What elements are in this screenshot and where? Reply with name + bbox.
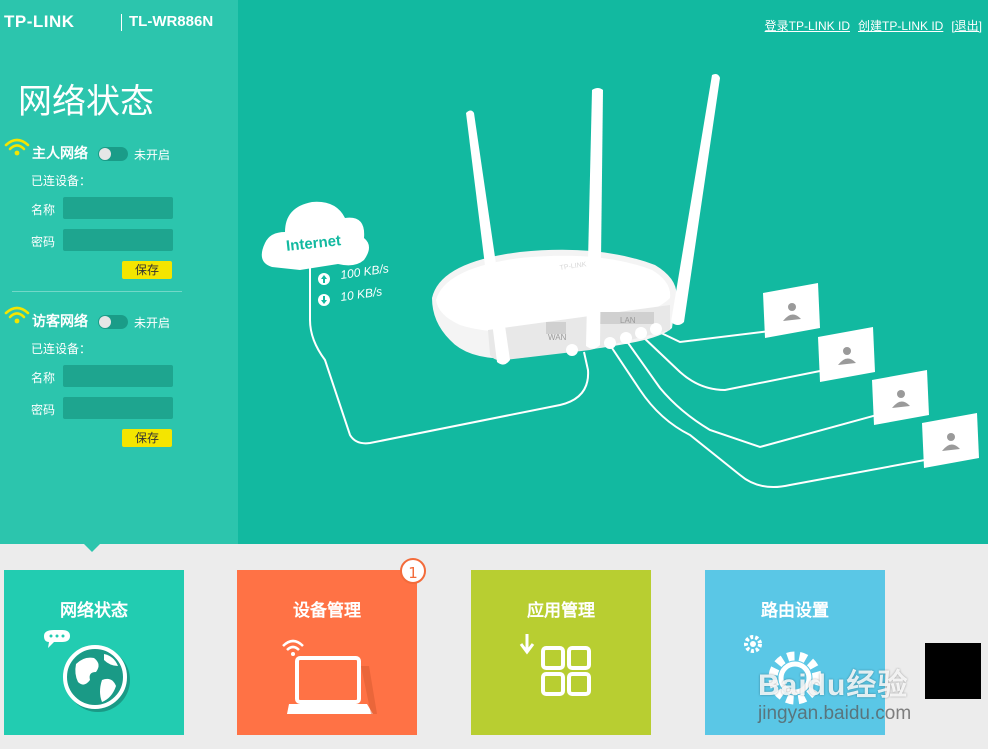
account-links: 登录TP-LINK ID 创建TP-LINK ID [退出]	[765, 17, 982, 34]
cables	[309, 260, 953, 488]
wan-port-dot	[566, 344, 578, 356]
lan-port-dot-1	[650, 323, 662, 335]
internet-cloud: Internet	[261, 201, 369, 270]
wifi-icon	[4, 306, 30, 324]
client-device-2	[818, 327, 875, 382]
upload-arrow-icon	[321, 275, 327, 283]
guest-save-button[interactable]: 保存	[122, 429, 172, 447]
main-save-button[interactable]: 保存	[122, 261, 172, 279]
baidu-watermark: Baidu经验	[758, 669, 909, 702]
tile-app-management-label: 应用管理	[527, 601, 595, 621]
tile-app-management[interactable]: 应用管理	[471, 570, 651, 735]
sidebar: TP-LINK TL-WR886N 网络状态 主人网络 未开启 已连设备： 名称…	[0, 0, 238, 544]
tile-network-status[interactable]: 网络状态	[4, 570, 184, 735]
wan-port-label: WAN	[548, 333, 567, 342]
main-network-state: 未开启	[134, 148, 171, 162]
guest-network-label: 访客网络	[32, 314, 88, 330]
toggle-knob	[99, 148, 111, 160]
logout-link[interactable]: [退出]	[951, 19, 982, 33]
download-speed: 10 KB/s	[339, 284, 383, 304]
guest-connected-devices-label: 已连设备：	[31, 342, 92, 356]
logo-divider	[121, 14, 122, 31]
router-image: WAN LAN TP-LINK	[432, 74, 720, 365]
tile-network-status-label: 网络状态	[60, 601, 128, 621]
router-brand-label: TP-LINK	[559, 261, 587, 272]
guest-network-state: 未开启	[134, 316, 171, 330]
apps-grid-icon	[519, 634, 591, 696]
client-device-4	[922, 413, 979, 468]
main-name-input[interactable]	[63, 197, 173, 219]
lan-port-dot-3	[620, 332, 632, 344]
upload-speed: 100 KB/s	[339, 261, 389, 282]
lan-cable-2	[641, 335, 836, 392]
section-divider	[12, 291, 182, 292]
guest-network-toggle[interactable]	[98, 315, 128, 329]
lan-cable-3	[625, 339, 896, 449]
guest-password-label: 密码	[31, 403, 56, 417]
brand-logo: TP-LINK	[4, 12, 75, 31]
lan-port-dot-2	[635, 327, 647, 339]
tile-router-settings[interactable]: 路由设置	[705, 570, 885, 735]
tile-router-settings-label: 路由设置	[761, 601, 829, 621]
lan-cable-1	[656, 329, 779, 344]
occluding-black-box	[925, 643, 981, 699]
main-network-toggle[interactable]	[98, 147, 128, 161]
gear-icon	[744, 635, 822, 705]
tile-device-management[interactable]: 设备管理	[237, 570, 417, 735]
lan-port-dot-4	[604, 337, 616, 349]
tile-device-management-label: 设备管理	[293, 601, 361, 621]
guest-name-input[interactable]	[63, 365, 173, 387]
internet-label: Internet	[285, 232, 341, 255]
top-panel: TP-LINK TL-WR886N 网络状态 主人网络 未开启 已连设备： 名称…	[0, 0, 988, 544]
wifi-icon	[4, 138, 30, 156]
create-tplink-id-link[interactable]: 创建TP-LINK ID	[857, 19, 944, 33]
lan-cable-4	[609, 344, 953, 488]
download-arrow-icon	[321, 296, 327, 304]
guest-name-label: 名称	[31, 371, 56, 385]
laptop-icon	[282, 639, 377, 714]
network-topology-diagram: Internet 100 KB/s 10 KB/s WAN LAN TP-LIN…	[261, 74, 979, 488]
client-device-3	[872, 370, 929, 425]
login-tplink-id-link[interactable]: 登录TP-LINK ID	[764, 19, 850, 33]
active-tab-pointer	[84, 544, 100, 552]
toggle-knob	[99, 316, 111, 328]
globe-icon	[44, 630, 130, 712]
client-device-1	[763, 283, 820, 338]
main-connected-devices-label: 已连设备：	[31, 174, 92, 188]
router-model: TL-WR886N	[129, 13, 214, 30]
main-name-label: 名称	[31, 203, 56, 217]
page-title: 网络状态	[18, 82, 154, 122]
guest-password-input[interactable]	[63, 397, 173, 419]
main-password-label: 密码	[31, 235, 56, 249]
main-password-input[interactable]	[63, 229, 173, 251]
notification-badge: 1	[400, 558, 426, 584]
lan-port-label: LAN	[620, 316, 636, 325]
main-network-label: 主人网络	[32, 146, 88, 162]
baidu-watermark-url: jingyan.baidu.com	[758, 703, 912, 724]
wan-cable	[309, 260, 590, 445]
